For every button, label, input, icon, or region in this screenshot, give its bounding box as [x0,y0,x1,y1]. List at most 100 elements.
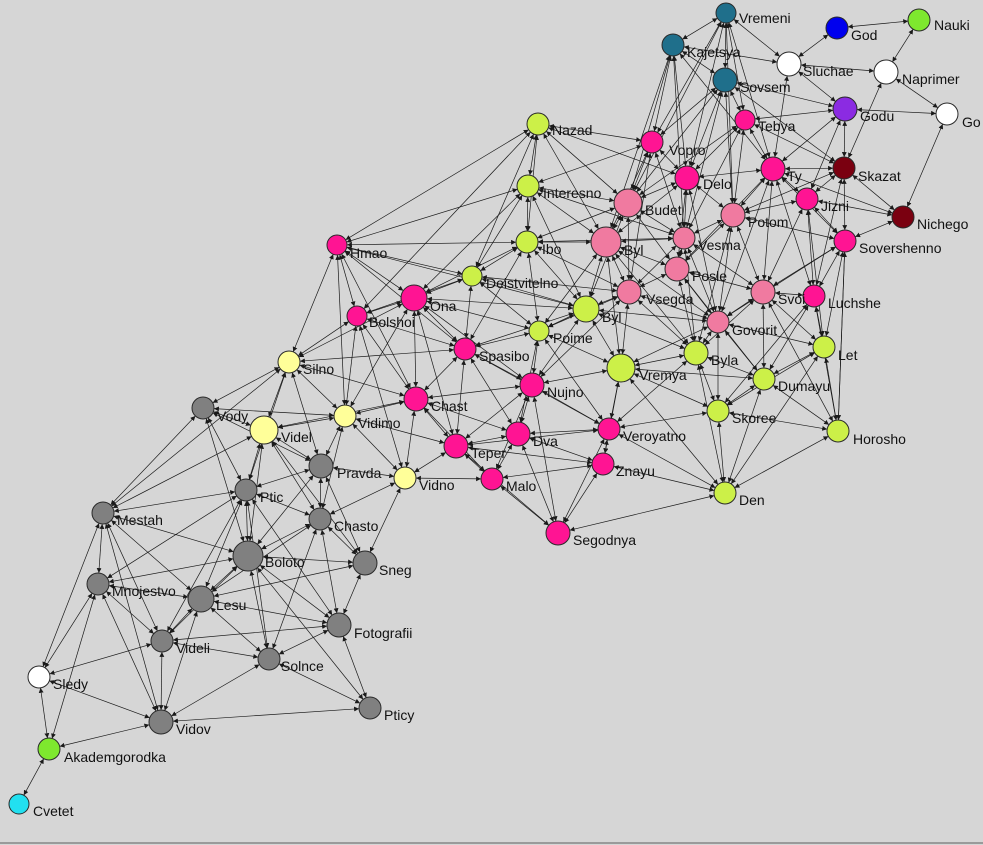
node-fotografii[interactable] [326,612,352,638]
node-vidno[interactable] [393,466,417,490]
node-ty[interactable] [760,156,786,182]
node-dumayu[interactable] [752,367,776,391]
node-jizni[interactable] [795,187,819,211]
edge-posle-vsegda [639,273,667,288]
node-label-kajetsya: Kajetsya [687,44,741,60]
node-interesno[interactable] [516,174,540,198]
node-poime[interactable] [528,320,550,342]
node-mestah[interactable] [91,501,115,525]
node-tebya[interactable] [734,109,756,131]
node-label-hmao: Hmao [350,245,388,261]
node-sovsem[interactable] [712,67,738,93]
node-delo[interactable] [674,165,700,191]
node-potom[interactable] [720,202,746,228]
node-label-vsegda: Vsegda [646,291,694,307]
node-horosho[interactable] [826,419,850,443]
edge-svoi-luchshe [774,290,804,298]
edge-mestah-vidov [104,523,159,711]
node-mnojestvo[interactable] [86,572,110,596]
edge-mestah-mnojestvo [96,523,105,574]
node-nazad[interactable] [526,112,550,136]
edge-bolshoi-vidno [358,325,403,468]
node-label-sovershenno: Sovershenno [859,240,942,256]
node-god[interactable] [825,16,849,40]
node-chasto[interactable] [308,507,332,531]
node-vidimo[interactable] [333,404,357,428]
node-bolshoi[interactable] [346,305,368,327]
node-sovershenno[interactable] [833,229,857,253]
node-spasibo[interactable] [453,337,477,361]
edge-vody-boloto [205,418,245,542]
node-pravda[interactable] [308,453,334,479]
node-byl2[interactable] [590,226,622,258]
node-boloto[interactable] [232,540,264,572]
node-label-veroyatno: Veroyatno [623,428,686,444]
node-vidov[interactable] [148,709,174,735]
edge-sovershenno-luchshe [819,250,840,287]
node-ibo[interactable] [515,230,539,254]
node-label-vidov: Vidov [176,721,211,737]
edge-poime-veroyatno [544,338,603,421]
node-lesu[interactable] [187,585,215,613]
edge-godu-tebya [754,108,834,121]
node-byla[interactable] [683,340,709,366]
node-sledy[interactable] [27,665,51,689]
node-vsegda[interactable] [616,279,642,305]
node-label-sledy: Sledy [53,676,88,692]
edge-byl2-vremya [605,256,622,355]
node-deistvitelno[interactable] [461,265,483,287]
node-cvetet[interactable] [8,793,30,815]
node-vody[interactable] [191,396,215,420]
edge-nazad-hmao [345,129,529,241]
node-vremeni[interactable] [715,2,737,24]
node-budet[interactable] [613,188,643,218]
node-hmao[interactable] [326,234,348,256]
edge-znayu-den [613,465,715,492]
node-malo[interactable] [480,467,504,491]
node-label-pravda: Pravda [337,465,382,481]
node-solnce[interactable] [257,647,281,671]
node-veroyatno[interactable] [597,417,621,441]
node-svoi[interactable] [750,279,776,305]
node-znayu[interactable] [591,452,615,476]
edge-deistvitelno-vsegda [481,275,618,293]
node-label-naprimer: Naprimer [902,71,960,87]
node-nauki[interactable] [907,8,931,32]
node-vesma[interactable] [672,226,696,250]
node-skazat[interactable] [832,156,856,180]
edge-delo-ty [698,168,762,179]
node-videl[interactable] [249,415,279,445]
node-pticy[interactable] [358,696,382,720]
node-posle[interactable] [664,256,690,282]
node-den[interactable] [713,481,737,505]
node-vremya[interactable] [606,353,636,383]
edge-vidov-akademgorodka [59,723,150,748]
node-ptic[interactable] [234,478,258,502]
node-nichego[interactable] [891,205,915,229]
node-videli[interactable] [150,629,174,653]
node-skoree[interactable] [706,399,730,423]
node-godu[interactable] [832,96,858,122]
node-akademgorodka[interactable] [37,737,61,761]
node-naprimer[interactable] [873,59,899,85]
node-segodnya[interactable] [545,520,571,546]
node-sluchae[interactable] [776,51,802,77]
node-teper[interactable] [443,433,469,459]
node-sneg[interactable] [352,550,378,576]
node-govorit[interactable] [706,310,730,334]
node-nujno[interactable] [519,372,545,398]
node-byl[interactable] [572,295,600,323]
node-ona[interactable] [400,284,428,312]
edge-videli-solnce [172,641,259,659]
node-label-god: God [851,27,877,43]
edge-znayu-malo [502,463,593,480]
node-silno[interactable] [277,350,301,374]
node-kajetsya[interactable] [661,33,685,57]
edge-mnojestvo-akademgorodka [51,594,96,739]
node-dva[interactable] [505,421,531,447]
node-luchshe[interactable] [802,284,826,308]
node-go[interactable] [935,102,959,126]
node-let[interactable] [812,335,836,359]
node-chast[interactable] [403,386,429,412]
node-vopros[interactable] [640,130,664,154]
